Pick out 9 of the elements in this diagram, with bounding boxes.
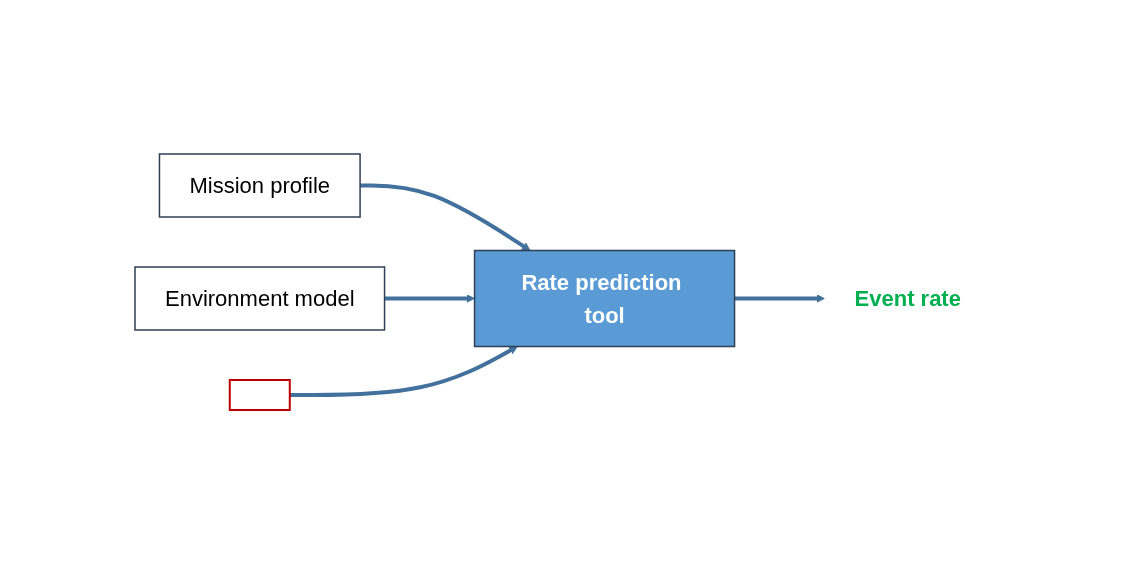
node-box: Mission profile: [158, 153, 361, 218]
arrow: [734, 294, 825, 303]
arrow: [384, 294, 475, 303]
node-text: Event rate: [854, 286, 961, 311]
node-box: Environment model: [133, 266, 385, 331]
arrow: [359, 183, 531, 251]
arrow: [289, 346, 518, 397]
node-box: [228, 379, 291, 411]
node-box: Rate prediction tool: [473, 249, 735, 348]
